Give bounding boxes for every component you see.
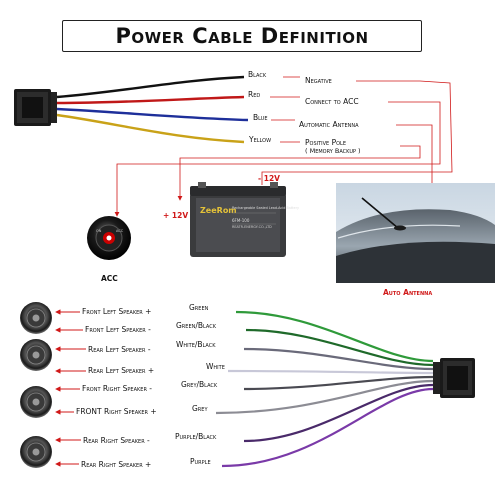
battery-image: ZeeRom Rechargeable Sealed Lead-Acid Bat… (190, 182, 299, 257)
speaker-icon (20, 302, 52, 334)
wire-label-green: Green (189, 303, 209, 312)
function-connect-acc: Connect to ACC (305, 97, 359, 106)
wire-label-purple: Purple (190, 457, 211, 466)
battery-brand: ZeeRom (200, 206, 237, 215)
speaker-arrows (55, 309, 86, 467)
speaker-wire (215, 379, 434, 415)
wire-label-blue: Blue (253, 113, 268, 122)
wire-label-black: Black (248, 70, 267, 79)
speaker-label-front-right-plus: FRONT Right Speaker + (76, 407, 157, 416)
battery-rating: REATR-ENERGY-CO.,LTD (232, 225, 272, 229)
speaker-icon (20, 386, 52, 418)
speaker-label-front-right-minus: Front Right Speaker - (82, 384, 153, 393)
speaker-label-rear-left-plus: Rear Left Speaker + (88, 366, 155, 375)
power-connector (14, 89, 57, 126)
speaker-wire (243, 347, 434, 371)
speaker-icon (20, 436, 52, 468)
wire-yellow (56, 113, 245, 144)
wire-label-yellow: Yellow (249, 135, 272, 144)
speaker-connector (433, 358, 475, 398)
wire-label-grey-black: Grey/Black (181, 380, 218, 389)
svg-text:ON: ON (96, 229, 102, 233)
battery-positive-label: + 12V (163, 211, 189, 220)
page-title: Power Cable Definition (62, 20, 422, 52)
wire-label-white: White (206, 362, 225, 371)
speaker-icons (20, 302, 52, 468)
battery-caption: Rechargeable Sealed Lead-Acid Battery (232, 206, 299, 210)
battery-negative-label: - 12V (258, 174, 280, 183)
wire-label-purple-black: Purple/Black (175, 432, 217, 441)
battery-model: 6FM-100 (232, 218, 250, 223)
auto-antenna-label: Auto Antenna (383, 288, 433, 297)
acc-label: ACC (101, 274, 118, 283)
speaker-label-front-left-plus: Front Left Speaker + (82, 307, 152, 316)
wire-label-green-black: Green/Black (176, 321, 217, 330)
speaker-label-front-left-minus: Front Left Speaker - (85, 325, 151, 334)
wire-blue (56, 107, 249, 122)
function-automatic-antenna: Automatic Antenna (299, 120, 359, 129)
speaker-wire (243, 383, 434, 443)
speaker-label-rear-right-plus: Rear Right Speaker + (81, 460, 152, 469)
wire-label-red: Red (248, 90, 261, 99)
function-negative: Negative (305, 76, 332, 85)
wire-black (56, 75, 245, 99)
top-leader-lines (114, 76, 453, 217)
power-wires (56, 75, 249, 144)
wire-label-white-black: White/Black (176, 340, 216, 349)
car-antenna-photo (336, 183, 495, 283)
wire-red (56, 95, 245, 105)
speaker-wire (243, 375, 434, 391)
svg-text:ACC: ACC (116, 229, 124, 233)
speaker-wire (227, 369, 434, 375)
wire-label-grey: Grey (192, 404, 208, 413)
function-positive-pole: Positive Pole (305, 138, 347, 147)
function-memory-backup: ( Memory Backup ) (305, 147, 361, 155)
speaker-icon (20, 339, 52, 371)
speaker-wire (221, 387, 434, 468)
speaker-wires (215, 310, 434, 468)
speaker-wire (235, 310, 434, 363)
acc-ignition-icon: ON ACC (87, 216, 131, 260)
speaker-label-rear-right-minus: Rear Right Speaker - (83, 436, 150, 445)
speaker-label-rear-left-minus: Rear Left Speaker - (88, 345, 151, 354)
speaker-wire (245, 328, 434, 367)
